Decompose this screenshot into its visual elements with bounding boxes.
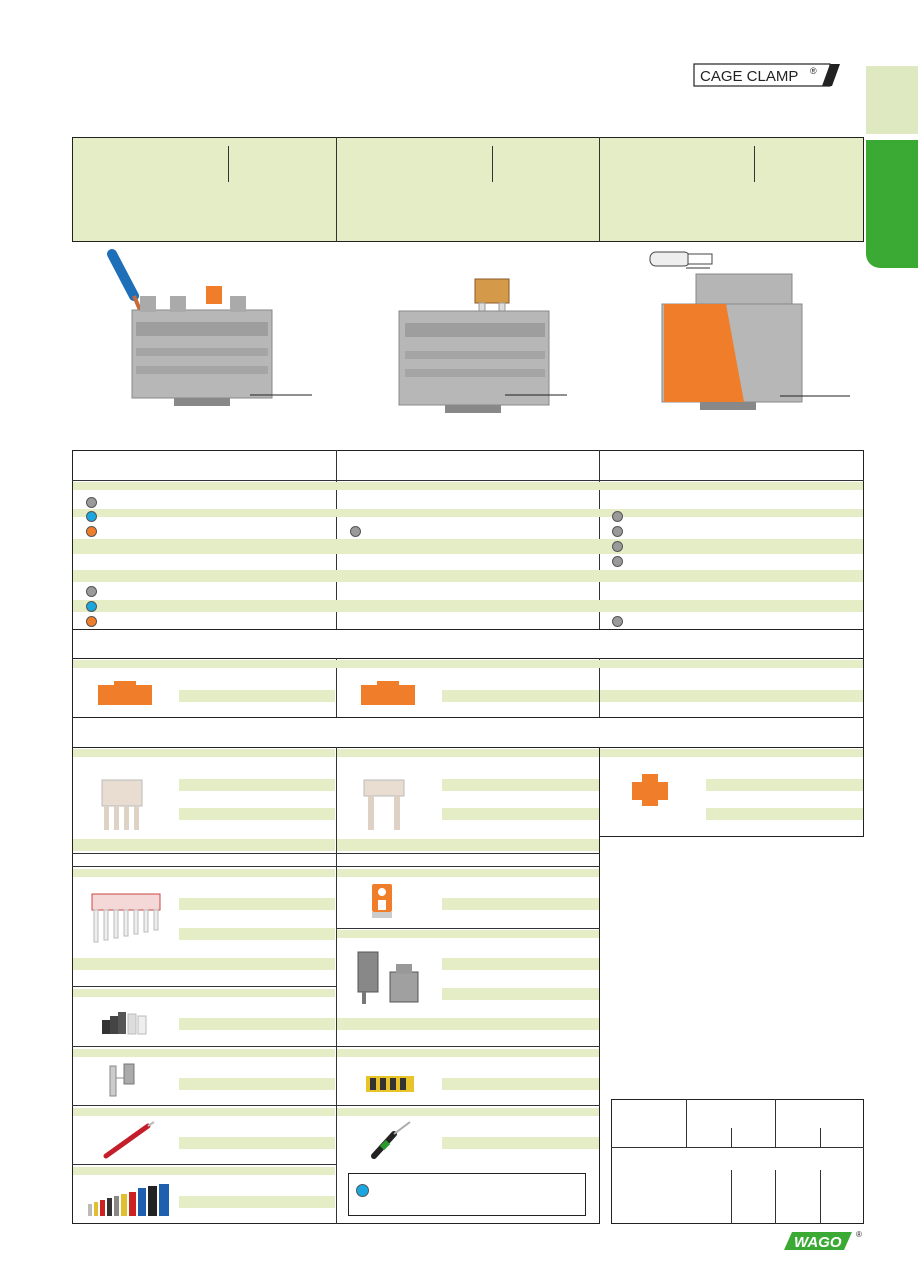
gray-dot-icon (612, 511, 623, 522)
separator-box (599, 747, 864, 837)
terminal-block-with-fuse-photo (395, 275, 570, 418)
svg-text:CAGE CLAMP: CAGE CLAMP (700, 68, 798, 85)
test-plug-image (100, 1120, 156, 1160)
side-tab-light (866, 66, 918, 134)
insulation-stop-image (98, 1006, 154, 1038)
symbol-stroke (228, 146, 229, 182)
cage-clamp-logo: CAGE CLAMP ® (690, 62, 840, 88)
marker-carrier-image (368, 880, 396, 920)
section-header (72, 717, 864, 748)
header-panel (72, 137, 864, 242)
orange-separator-image (628, 772, 672, 808)
symbol-stroke (492, 146, 493, 182)
orange-end-plate-image (94, 677, 156, 709)
gray-dot-icon (612, 616, 623, 627)
gray-dot-icon (612, 541, 623, 552)
wago-logo: WAGO ® (780, 1228, 866, 1254)
push-in-jumper-4-way-image (98, 776, 146, 834)
screwdriver-image (368, 1120, 416, 1160)
terminal-block-with-wire-photo (100, 248, 315, 418)
section-header (72, 629, 864, 659)
push-in-jumper-2-way-image (360, 776, 408, 834)
approval-table (611, 1099, 864, 1224)
orange-dot-icon (86, 526, 97, 537)
svg-text:®: ® (810, 66, 817, 76)
gray-dot-icon (86, 497, 97, 508)
ferrules-image (84, 1180, 170, 1220)
yellow-marker-strip-image (362, 1070, 418, 1098)
gray-dot-icon (612, 526, 623, 537)
blue-dot-icon (356, 1184, 369, 1197)
test-adapter-image (352, 946, 424, 1006)
symbol-stroke (754, 146, 755, 182)
blue-dot-icon (86, 511, 97, 522)
orange-end-plate-image (357, 677, 419, 709)
legend-box (348, 1173, 586, 1216)
comb-jumper-image (88, 890, 164, 948)
terminal-block-with-orange-cover-photo (640, 248, 852, 418)
gray-dot-icon (86, 586, 97, 597)
blue-dot-icon (86, 601, 97, 612)
side-tab-active[interactable] (866, 140, 918, 268)
jumper-bar-image (104, 1060, 140, 1100)
gray-dot-icon (612, 556, 623, 567)
svg-text:WAGO: WAGO (794, 1234, 842, 1251)
svg-text:®: ® (856, 1230, 862, 1239)
orange-dot-icon (86, 616, 97, 627)
gray-dot-icon (350, 526, 361, 537)
